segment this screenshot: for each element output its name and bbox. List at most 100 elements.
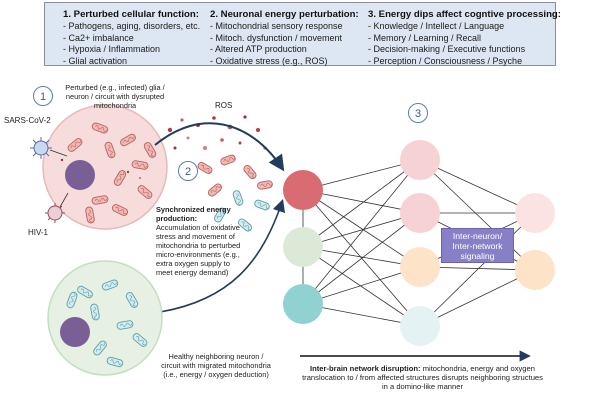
legend-col-energy-perturbation: 2. Neuronal energy perturbation: - Mitoc…: [210, 9, 359, 67]
mitochondrion-icon: [66, 291, 78, 309]
ros-dot: [167, 127, 173, 133]
mitochondrion-icon: [125, 292, 139, 308]
mitochondrion-icon: [257, 180, 273, 190]
network-edge: [302, 212, 421, 248]
mitochondrion-icon: [131, 160, 149, 170]
mitochondrion-icon: [85, 206, 95, 224]
ros-dot: [212, 116, 216, 120]
mitochondrion-icon: [111, 204, 129, 216]
mitochondrion-icon: [214, 207, 226, 223]
legend-item: - Pathogens, aging, disorders, etc.: [63, 21, 201, 31]
legend-title: 2. Neuronal energy perturbation:: [210, 9, 359, 20]
mitochondrion-icon: [132, 333, 148, 347]
mitochondrion-icon: [237, 218, 253, 232]
mitochondrion-icon: [243, 164, 257, 180]
ros-dot: [238, 141, 242, 145]
legend-item: - Mitoch. dysfunction / movement: [210, 32, 343, 43]
ros-dot: [186, 136, 190, 140]
ros-dot: [173, 146, 177, 150]
flow-arrow: [159, 198, 286, 313]
network-edge: [419, 159, 536, 214]
network-node: [400, 306, 440, 346]
legend-title: 3. Energy dips affect cogntive processin…: [368, 9, 561, 20]
sars-cov-2-icon: [30, 137, 68, 159]
legend-item: - Memory / Learning / Recall: [368, 32, 482, 43]
step-badge-2: 2: [178, 161, 198, 181]
mitochondria-group: [66, 279, 148, 368]
sync-energy-text: Synchronized energy production: Accumula…: [156, 205, 242, 277]
legend-col-cognitive-processing: 3. Energy dips affect cogntive processin…: [368, 9, 561, 67]
perturbed-cell: [42, 104, 168, 230]
mitochondrion-icon: [113, 170, 127, 186]
ros-label: ROS: [215, 101, 233, 110]
mitochondrion-icon: [67, 138, 83, 152]
mitochondrion-icon: [254, 199, 270, 211]
network-node: [283, 284, 323, 324]
ros-dot: [126, 170, 130, 174]
mitochondrion-icon: [143, 142, 157, 158]
signaling-label: Inter-neuron/ Inter-network signaling: [452, 230, 503, 261]
network-edge: [302, 159, 421, 191]
legend-item: - Glial activation: [63, 55, 128, 66]
perturbed-cell-label: Perturbed (e.g., infected) glia / neuron…: [65, 83, 165, 110]
network-node: [400, 247, 440, 287]
hiv-1-icon: [45, 192, 69, 223]
network-edge: [419, 269, 536, 327]
network-edge: [302, 212, 421, 305]
legend-item: - Oxidative stress (e.g., ROS): [210, 55, 328, 66]
ros-dot: [60, 158, 64, 162]
ros-dot: [139, 177, 141, 179]
network-edge: [302, 266, 421, 305]
legend-item: - Perception / Consciousness / Psyche: [368, 55, 523, 66]
nucleus-icon: [65, 160, 95, 190]
mitochondrion-icon: [232, 190, 244, 206]
network-edge: [302, 159, 421, 248]
sars-cov-2-label: SARS-CoV-2: [4, 116, 51, 125]
ros-dot: [243, 115, 247, 119]
network-node: [283, 170, 323, 210]
legend-item: - Mitochondrial sensory response: [210, 21, 343, 31]
mitochondrion-icon: [101, 279, 119, 291]
step-badge-3: 3: [408, 103, 428, 123]
mitochondrion-icon: [106, 356, 124, 368]
signaling-box: Inter-neuron/ Inter-network signaling: [441, 228, 514, 263]
legend-col-perturbed-function: 1. Perturbed cellular function: - Pathog…: [63, 9, 200, 67]
disruption-text: Inter-brain network disruption: mitochon…: [300, 364, 545, 391]
ros-dot: [180, 118, 184, 122]
legend-item: - Altered ATP production: [210, 44, 307, 55]
mitochondrion-icon: [116, 320, 134, 330]
healthy-cell: [47, 260, 163, 376]
mitochondrion-icon: [93, 340, 107, 356]
mitochondria-group: [67, 122, 157, 224]
sync-energy-body: Accumulation of oxidative stress and mov…: [156, 223, 241, 277]
step-badge-1: 1: [33, 86, 53, 106]
mitochondrion-icon: [120, 133, 136, 147]
disruption-title: Inter-brain network disruption:: [310, 364, 421, 373]
hiv-1-label: HIV-1: [28, 228, 49, 237]
legend-item: - Knowledge / Intellect / Language: [368, 21, 505, 31]
network-node: [515, 193, 555, 233]
network-edge: [419, 159, 536, 271]
legend-item: - Ca2+ imbalance: [63, 32, 134, 43]
ros-dot: [203, 146, 207, 150]
ros-dot: [256, 128, 260, 132]
network-node: [400, 140, 440, 180]
mitochondrion-icon: [91, 122, 109, 134]
mitochondrion-icon: [197, 162, 213, 174]
mitochondrion-icon: [77, 285, 93, 299]
disruption-body: mitochondria, energy and oxygen transloc…: [302, 364, 543, 391]
network-edge: [302, 189, 421, 268]
network-node: [400, 193, 440, 233]
network-nodes: [283, 140, 555, 346]
migrating-mitochondria: [197, 154, 273, 232]
legend-title: 1. Perturbed cellular function:: [63, 9, 199, 20]
mitochondrion-icon: [207, 183, 223, 197]
legend-item: - Decision-making / Executive functions: [368, 44, 526, 55]
network-node: [283, 227, 323, 267]
ros-dot: [220, 138, 224, 142]
sync-energy-title: Synchronized energy production:: [156, 205, 231, 223]
network-node: [515, 250, 555, 290]
nucleus-icon: [60, 317, 90, 347]
network-edge: [419, 212, 536, 327]
